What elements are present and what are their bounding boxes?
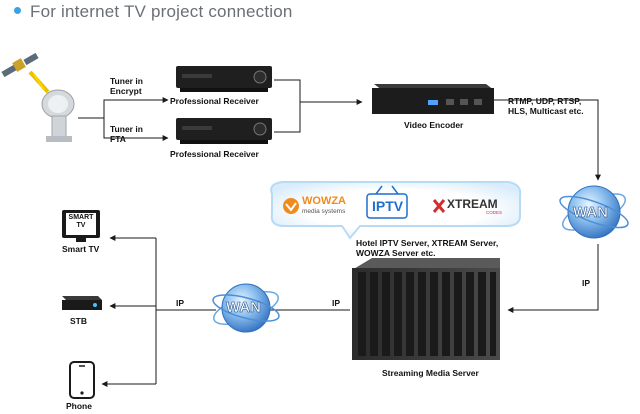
satellite-icon bbox=[1, 52, 39, 78]
satellite-dish-icon bbox=[41, 89, 75, 142]
smart-tv-icon bbox=[62, 210, 100, 242]
streaming-server-label: Streaming Media Server bbox=[382, 368, 479, 378]
receiver-top-device bbox=[176, 66, 272, 92]
iptv-tv-logo-icon bbox=[366, 185, 408, 219]
wan-left-globe-icon bbox=[212, 283, 280, 333]
iptv-logo-text: IPTV bbox=[372, 198, 404, 214]
set-top-box-icon bbox=[62, 296, 102, 310]
wowza-logo-text: WOWZA bbox=[302, 195, 346, 207]
antenna-signal-icon bbox=[28, 70, 50, 94]
wowza-logo-subtext: media systems bbox=[302, 208, 346, 215]
ip-left-label: IP bbox=[176, 298, 185, 308]
smart-tv-label: Smart TV bbox=[62, 244, 100, 254]
wan-left-label: WAN bbox=[226, 299, 262, 317]
xtream-logo-icon bbox=[432, 199, 446, 213]
wan-right-label: WAN bbox=[573, 204, 609, 222]
receiver-bottom-label: Professional Receiver bbox=[170, 149, 259, 159]
phone-label: Phone bbox=[66, 401, 92, 411]
stb-label: STB bbox=[70, 316, 87, 326]
protocols-label: RTMP, UDP, RTSP,HLS, Multicast etc. bbox=[508, 96, 584, 116]
page-title: For internet TV project connection bbox=[14, 2, 293, 22]
wowza-logo-icon bbox=[283, 198, 299, 214]
xtream-logo-subtext: CODES bbox=[486, 210, 503, 215]
video-encoder-label: Video Encoder bbox=[404, 120, 464, 130]
phone-icon bbox=[69, 361, 95, 399]
ip-right-label: IP bbox=[582, 278, 591, 288]
receiver-top-label: Professional Receiver bbox=[170, 96, 259, 106]
wan-right-globe-icon bbox=[559, 185, 629, 239]
receiver-bottom-device bbox=[176, 118, 272, 144]
xtream-logo-text: XTREAM bbox=[447, 197, 498, 211]
video-encoder-device bbox=[372, 84, 494, 114]
bullet-dot-icon bbox=[14, 7, 21, 15]
servers-list-label: Hotel IPTV Server, XTREAM Server,WOWZA S… bbox=[356, 238, 499, 258]
ip-middle-label: IP bbox=[332, 298, 341, 308]
streaming-server-rack-icon bbox=[352, 258, 500, 360]
